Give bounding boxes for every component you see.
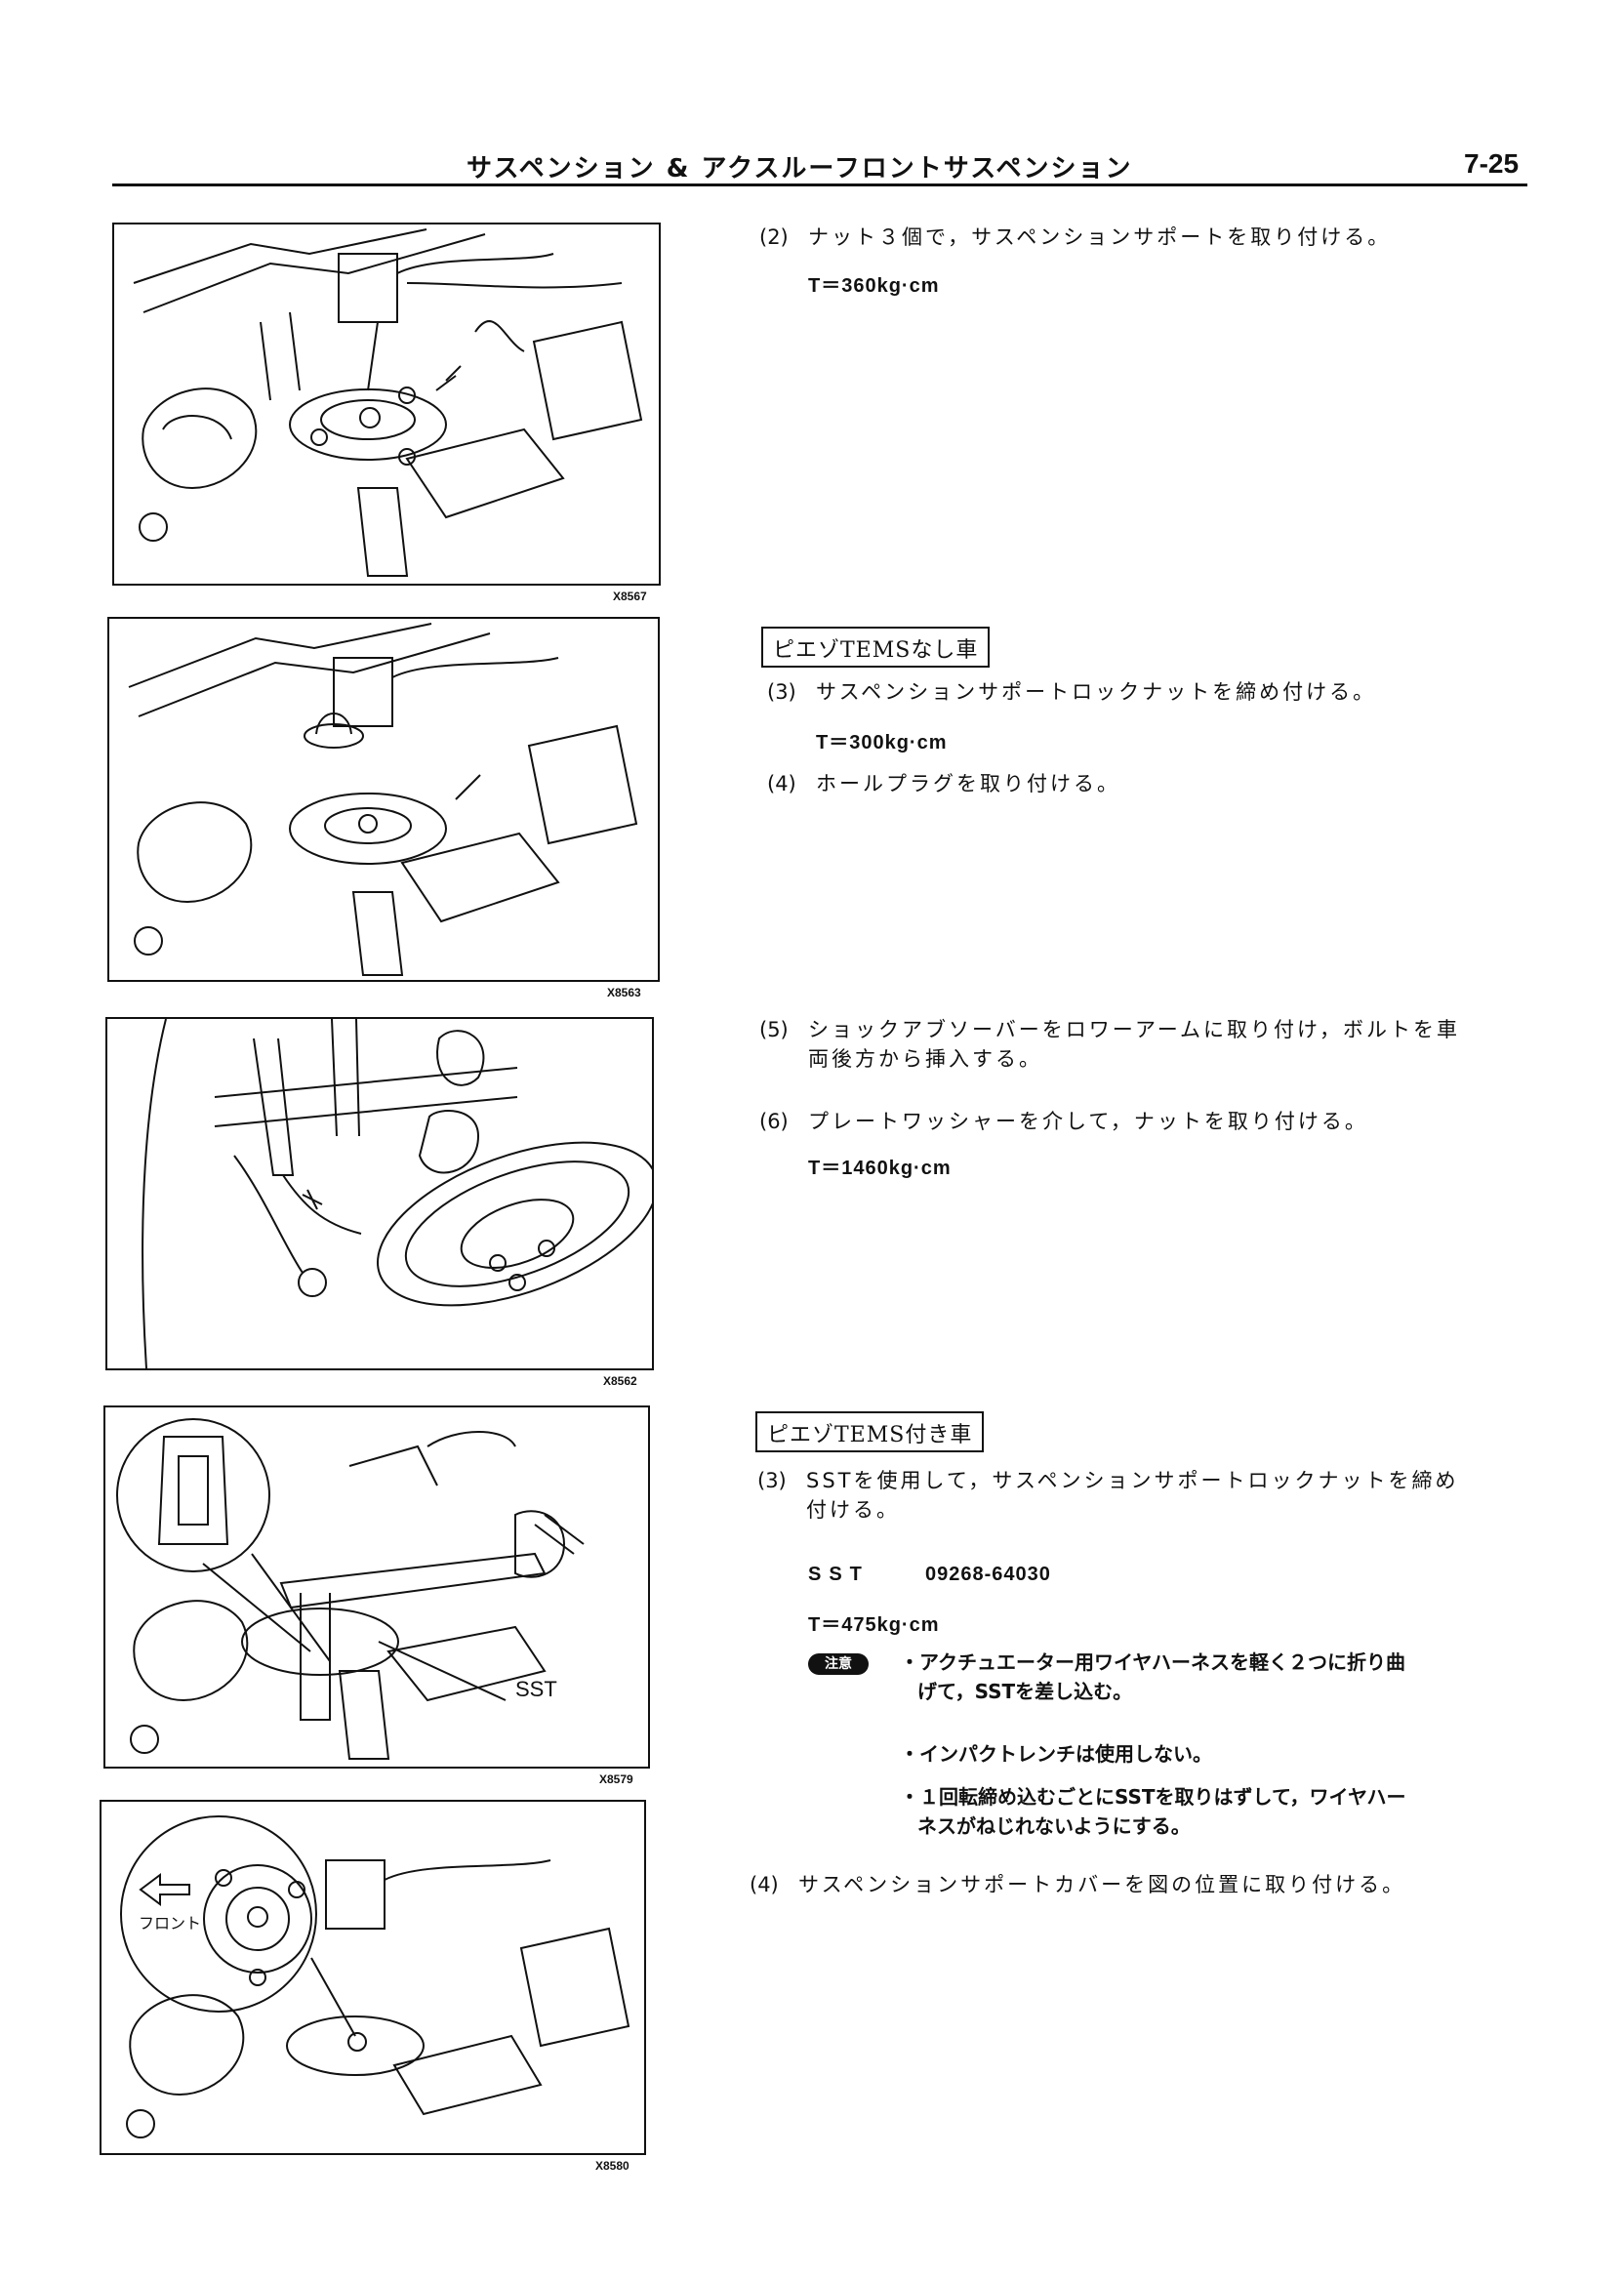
step-number: (4)	[767, 772, 796, 795]
figure-sst-lock-nut: SST	[103, 1405, 650, 1769]
sst-label: SST	[808, 1564, 870, 1585]
step-text: ナット３個で，サスペンションサポートを取り付ける。	[808, 225, 1392, 249]
figure-shock-absorber-lower-arm	[105, 1017, 654, 1370]
step-sst-lock-nut: (3) SSTを使用して，サスペンションサポートロックナットを締め 付ける。	[757, 1466, 1459, 1525]
note-text-cont: ネスがねじれないようにする。	[917, 1814, 1191, 1838]
step-install-hole-plug: (4) ホールプラグを取り付ける。	[767, 769, 1120, 798]
step-install-plate-washer: (6) プレートワッシャーを介して，ナットを取り付ける。	[759, 1107, 1368, 1136]
step-text: SSTを使用して，サスペンションサポートロックナットを締め	[806, 1469, 1459, 1492]
step-number: (4)	[750, 1873, 779, 1896]
figure-code: X8580	[595, 2159, 629, 2173]
header-rule	[112, 183, 1527, 186]
step-text: サスペンションサポートカバーを図の位置に取り付ける。	[798, 1873, 1406, 1896]
step-number: (3)	[757, 1469, 787, 1492]
note-text: ・１回転締め込むごとにSSTを取りはずして，ワイヤハー	[900, 1785, 1406, 1809]
step-number: (5)	[759, 1018, 789, 1041]
figure-support-cover-position: フロント	[100, 1800, 646, 2155]
step-text: プレートワッシャーを介して，ナットを取り付ける。	[808, 1110, 1368, 1133]
figure-code: X8562	[603, 1374, 637, 1388]
note-text-cont: げて，SSTを差し込む。	[917, 1680, 1133, 1703]
figure-lock-nut-no-tems	[107, 617, 660, 982]
condition-label-no-tems: ピエゾTEMSなし車	[761, 627, 991, 668]
caution-badge: 注意	[808, 1653, 869, 1675]
torque-spec: T＝300kg·cm	[816, 732, 948, 753]
caution-note-2: ・インパクトレンチは使用しない。	[900, 1742, 1212, 1766]
step-number: (3)	[767, 680, 796, 704]
torque-spec: T＝360kg·cm	[808, 275, 940, 297]
figure-code: X8567	[613, 590, 647, 603]
step-text-cont: 付ける。	[806, 1498, 900, 1522]
engine-bay-illustration	[128, 623, 638, 976]
step-number: (6)	[759, 1110, 789, 1133]
lower-arm-illustration	[142, 1019, 652, 1368]
front-label: フロント	[139, 1914, 201, 1933]
step-install-support-cover: (4) サスペンションサポートカバーを図の位置に取り付ける。	[750, 1870, 1406, 1899]
sst-wrench-illustration: SST	[116, 1418, 585, 1760]
support-cover-illustration: フロント	[120, 1815, 630, 2138]
page-header-title: サスペンション & アクスルーフロントサスペンション	[467, 154, 1133, 183]
page-number: 7-25	[1464, 148, 1520, 179]
caution-note-1: ・アクチュエーター用ワイヤハーネスを軽く２つに折り曲 げて，SSTを差し込む。	[900, 1648, 1405, 1706]
step-text-cont: 両後方から挿入する。	[808, 1047, 1042, 1071]
figure-code: X8563	[607, 986, 641, 999]
figure-suspension-support-nuts	[112, 223, 661, 586]
step-number: (2)	[759, 225, 789, 249]
torque-spec: T＝475kg·cm	[808, 1614, 940, 1636]
step-text: サスペンションサポートロックナットを締め付ける。	[816, 680, 1377, 704]
step-text: ショックアブソーバーをロワーアームに取り付け，ボルトを車	[808, 1018, 1461, 1041]
step-install-nuts: (2) ナット３個で，サスペンションサポートを取り付ける。	[759, 223, 1392, 252]
step-text: ホールプラグを取り付ける。	[816, 772, 1120, 795]
step-install-shock-absorber: (5) ショックアブソーバーをロワーアームに取り付け，ボルトを車 両後方から挿入…	[759, 1015, 1461, 1074]
figure-code: X8579	[599, 1772, 633, 1786]
engine-bay-illustration	[133, 228, 643, 577]
sst-part-number: 09268-64030	[925, 1564, 1051, 1585]
torque-spec: T＝1460kg·cm	[808, 1158, 952, 1179]
caution-note-3: ・１回転締め込むごとにSSTを取りはずして，ワイヤハー ネスがねじれないようにす…	[900, 1782, 1406, 1841]
sst-label: SST	[515, 1677, 557, 1701]
condition-label-with-tems: ピエゾTEMS付き車	[755, 1411, 985, 1452]
step-tighten-lock-nut: (3) サスペンションサポートロックナットを締め付ける。	[767, 677, 1377, 707]
note-text: ・アクチュエーター用ワイヤハーネスを軽く２つに折り曲	[900, 1650, 1405, 1674]
